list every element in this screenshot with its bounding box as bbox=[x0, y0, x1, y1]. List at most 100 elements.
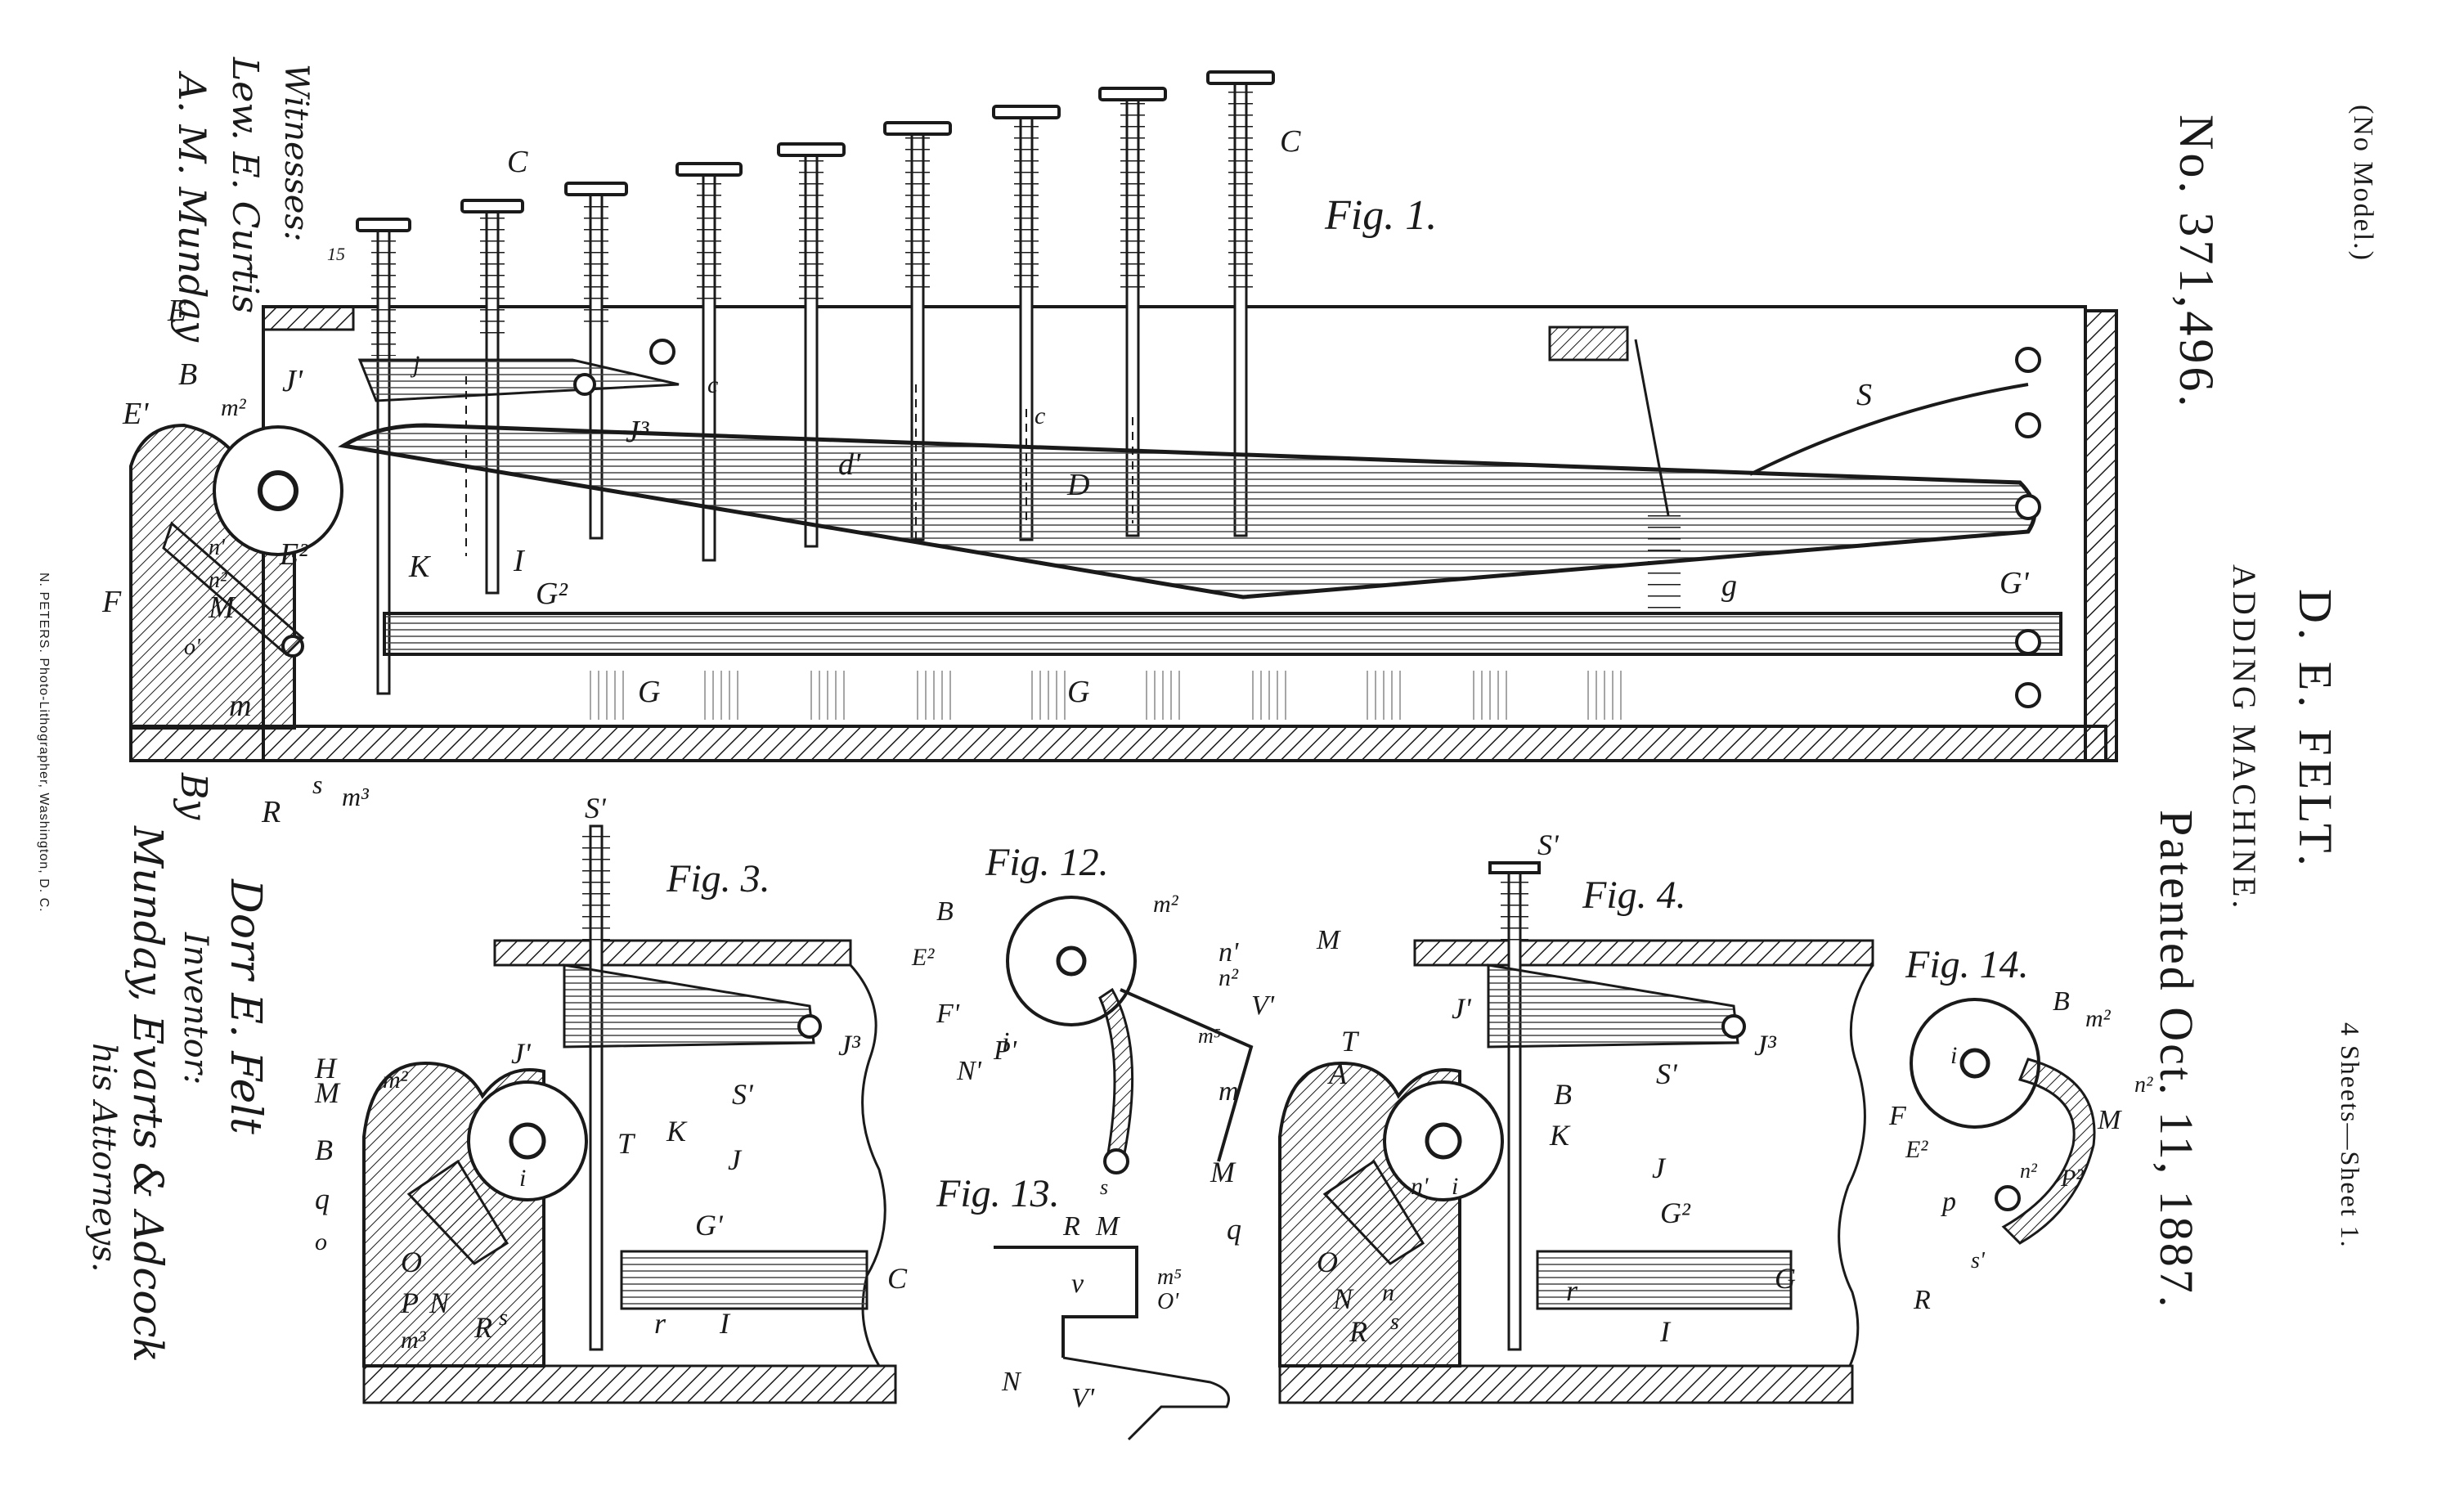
fig3-key-stem bbox=[589, 824, 604, 1351]
fig12-callout: n' bbox=[1219, 937, 1239, 968]
fig14-callout: n² bbox=[2134, 1072, 2153, 1098]
fig1-label: Fig. 1. bbox=[1324, 192, 1437, 239]
fig1-callout: 15 bbox=[327, 244, 345, 264]
fig3-callout: J bbox=[728, 1143, 743, 1176]
fig4-callout: s bbox=[1390, 1309, 1399, 1335]
fig4-callout: B bbox=[1554, 1078, 1572, 1111]
fig4-callouts: Fig. 4. S' T J' J³ A S' B K M n' i J q G… bbox=[1210, 829, 1796, 1348]
fig1-lever-D bbox=[338, 423, 2037, 600]
fig1-callout: G² bbox=[536, 577, 568, 611]
fig4-callout: S' bbox=[1656, 1058, 1678, 1090]
fig3-callout: P bbox=[400, 1287, 419, 1319]
fig12-callout: s bbox=[1100, 1175, 1108, 1199]
fig1-callout: m² bbox=[221, 394, 247, 421]
fig4-callout: J bbox=[1652, 1152, 1667, 1184]
fig4-wheel-hub bbox=[1425, 1122, 1462, 1160]
fig4-callout: N bbox=[1332, 1282, 1354, 1315]
fig3-label: Fig. 3. bbox=[666, 857, 770, 900]
fig14-callout: P² bbox=[2060, 1165, 2084, 1192]
fig3-callout: q bbox=[315, 1183, 330, 1215]
fig12-callout: V' bbox=[1251, 990, 1275, 1021]
fig1-callout: d' bbox=[838, 447, 861, 482]
fig3-callout: O bbox=[401, 1246, 422, 1278]
fig1-callout: D bbox=[1066, 468, 1089, 502]
fig3-callout: R bbox=[474, 1311, 492, 1344]
fig1-callout: E' bbox=[122, 397, 149, 431]
fig12-callout: E² bbox=[911, 944, 935, 971]
fig14-callout: n² bbox=[2020, 1159, 2038, 1183]
fig4-callout: n bbox=[1382, 1279, 1394, 1306]
fig14-callout: R bbox=[1913, 1285, 1931, 1315]
fig4-callout: K bbox=[1549, 1119, 1571, 1152]
fig1-callout: S bbox=[1856, 378, 1872, 412]
fig1-callout: o' bbox=[184, 635, 201, 660]
fig3-callouts: Fig. 3. S' J' J³ H m² S' T M K B J q G' … bbox=[314, 792, 908, 1354]
fig1-callout: E bbox=[167, 294, 186, 328]
fig1-callout: I bbox=[513, 544, 526, 578]
fig14-callout: m² bbox=[2085, 1005, 2112, 1032]
fig1-casing-right bbox=[2084, 309, 2118, 762]
fig1-callout: K bbox=[408, 550, 431, 584]
fig1-callout: m bbox=[229, 689, 251, 723]
fig1-callout: j bbox=[410, 351, 420, 378]
fig4-break-edge bbox=[1838, 964, 1874, 1367]
fig12-callout: M bbox=[1316, 925, 1341, 955]
figure-13: Fig. 13. v m⁵ O' N V' bbox=[936, 1172, 1230, 1441]
fig1-shading bbox=[589, 671, 1627, 720]
fig4-pivot bbox=[1721, 1014, 1746, 1039]
fig14-callout: M bbox=[2097, 1105, 2122, 1135]
figure-4: Fig. 4. S' T J' J³ A S' B K M n' i J q G… bbox=[1210, 829, 1874, 1404]
fig3-callout: i bbox=[519, 1165, 526, 1192]
fig4-callout: T bbox=[1341, 1025, 1360, 1058]
fig4-key-cap bbox=[1488, 861, 1541, 874]
fig14-callout: i bbox=[1950, 1042, 1957, 1069]
figure-12: Fig. 12. B m² E² n' M n² V' F' i m⁵ N' P… bbox=[911, 841, 1341, 1242]
fig14-label: Fig. 14. bbox=[1905, 943, 2029, 986]
fig12-callout: F' bbox=[936, 999, 960, 1029]
fig4-callout: O bbox=[1317, 1246, 1338, 1278]
fig13-label: Fig. 13. bbox=[936, 1172, 1060, 1215]
fig3-callout: s bbox=[499, 1305, 508, 1331]
fig3-pawl bbox=[406, 1159, 509, 1265]
fig1-callout: c bbox=[707, 371, 718, 398]
fig3-wheel-hub bbox=[509, 1122, 546, 1160]
fig12-callout: m bbox=[1219, 1076, 1239, 1107]
fig3-callout: I bbox=[719, 1307, 731, 1340]
fig4-callout: r bbox=[1566, 1274, 1578, 1307]
fig1-bar-G bbox=[383, 612, 2062, 656]
fig3-callout: H bbox=[314, 1052, 338, 1085]
fig3-callout: o bbox=[315, 1228, 327, 1255]
figure-14: Fig. 14. B m² i n² F M E² n² P² p s' R bbox=[1888, 943, 2153, 1315]
fig4-callout: q bbox=[1227, 1213, 1241, 1246]
fig4-callout: M bbox=[1210, 1156, 1236, 1188]
fig13-callout: N bbox=[1001, 1367, 1022, 1397]
fig14-callout: s' bbox=[1971, 1248, 1986, 1273]
fig12-callout: M bbox=[1095, 1211, 1120, 1242]
fig13-bracket bbox=[994, 1246, 1138, 1358]
fig3-callout: C bbox=[887, 1262, 908, 1295]
fig12-callouts: Fig. 12. B m² E² n' M n² V' F' i m⁵ N' P… bbox=[911, 841, 1341, 1242]
fig12-label: Fig. 12. bbox=[985, 841, 1109, 884]
fig1-callout: g bbox=[1721, 568, 1737, 603]
fig14-callout: B bbox=[2053, 986, 2070, 1017]
fig12-callout: R bbox=[1062, 1211, 1080, 1242]
fig3-bar-C bbox=[620, 1250, 868, 1310]
fig4-pawl bbox=[1322, 1159, 1425, 1265]
fig1-callout: J' bbox=[282, 364, 303, 398]
fig12-callout: P' bbox=[993, 1035, 1017, 1066]
fig1-stop-block bbox=[1548, 326, 1629, 362]
fig1-spring-link bbox=[1634, 339, 1670, 516]
fig4-bottom-plate bbox=[1278, 1364, 1854, 1404]
fig12-spring-end bbox=[1103, 1148, 1129, 1174]
fig1-callout: n' bbox=[209, 535, 226, 560]
fig13-callouts: Fig. 13. v m⁵ O' N V' bbox=[936, 1172, 1182, 1413]
fig1-pawl-M bbox=[162, 521, 305, 657]
fig1-spring-g bbox=[1648, 515, 1681, 613]
fig1-callout: G bbox=[638, 675, 660, 709]
fig1-callout: C bbox=[1280, 124, 1301, 159]
fig12-callout: i bbox=[1002, 1027, 1009, 1058]
fig14-callout: F bbox=[1888, 1101, 1907, 1131]
fig1-casing-bottom bbox=[129, 725, 2107, 762]
fig1-callout: E² bbox=[279, 537, 308, 572]
fig1-wheel-hub bbox=[258, 470, 298, 511]
